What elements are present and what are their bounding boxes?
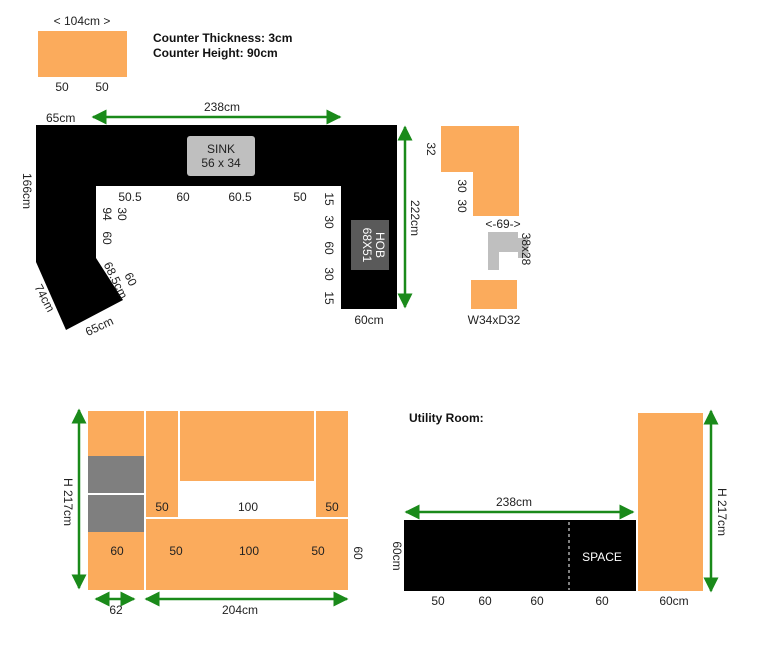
sink (187, 136, 255, 176)
side-cabinet-stepped (441, 126, 519, 216)
base-cabinet-3-width: 50 (311, 544, 325, 558)
top-block-right-label: 50 (95, 80, 109, 94)
right-inner-15-top: 15 (322, 192, 336, 206)
l-shaped-countertop (36, 125, 397, 330)
utility-segment-1: 50 (431, 594, 445, 608)
utility-depth-dimension: 60cm (390, 541, 404, 570)
wall-cabinet-left (146, 411, 178, 517)
inner-left-94: 94 (100, 207, 114, 221)
appliance-upper (88, 456, 144, 493)
sink-label: SINK (207, 142, 235, 156)
tall-unit-width: 60 (110, 544, 124, 558)
base-cabinet-1-width: 50 (169, 544, 183, 558)
counter-height: Counter Height: 90cm (153, 46, 278, 60)
side-mid-a: 30 (455, 179, 469, 193)
diagonal-inner-depth: 60 (121, 270, 140, 288)
utility-tall-cabinet-width: 60cm (659, 594, 688, 608)
utility-segment-4: 60 (595, 594, 609, 608)
base-width-dimension: 204cm (222, 603, 258, 617)
right-inner-15-bottom: 15 (322, 291, 336, 305)
appliance-divider (88, 493, 144, 495)
kitchen-plan: 65cm 238cm SINK 56 x 34 HOB 68X51 50.5 6… (20, 100, 422, 339)
utility-room: Utility Room: 238cm SPACE 60cm 50 60 60 … (390, 409, 729, 608)
top-block: < 104cm > 50 50 (38, 14, 127, 94)
utility-width-dimension: 238cm (496, 495, 532, 509)
utility-tall-cabinet (638, 413, 703, 591)
wall-cabinet-left-width: 50 (155, 500, 169, 514)
inner-top-label-2: 60 (176, 190, 190, 204)
space-label: SPACE (582, 550, 622, 564)
utility-room-title: Utility Room: (409, 411, 484, 425)
wall-cabinet-center (180, 411, 314, 481)
tall-unit-width-dimension: 62 (109, 603, 123, 617)
side-small-cabinet-size: W34xD32 (468, 313, 521, 327)
right-bottom-dimension: 60cm (354, 313, 383, 327)
utility-segment-3: 60 (530, 594, 544, 608)
kitchen-elevation: H 217cm 60 50 100 50 50 100 50 60 62 204… (61, 408, 365, 617)
counter-thickness: Counter Thickness: 3cm (153, 31, 292, 45)
utility-countertop (404, 520, 636, 591)
base-cabinets (146, 519, 348, 590)
wall-cabinet-right-width: 50 (325, 500, 339, 514)
base-cabinet-depth: 60 (351, 546, 365, 560)
base-cabinet-2-width: 100 (239, 544, 259, 558)
hob-size: 68X51 (360, 228, 374, 263)
utility-height-dimension: H 217cm (715, 488, 729, 536)
tall-unit-base (88, 532, 144, 590)
inner-left-60: 60 (100, 231, 114, 245)
side-small-cabinet (471, 280, 517, 309)
top-width-dimension: 238cm (204, 100, 240, 114)
hob (351, 220, 389, 270)
utility-segment-2: 60 (478, 594, 492, 608)
side-width-dimension: <-69-> (485, 217, 520, 231)
top-block-width: < 104cm > (54, 14, 111, 28)
hob-label: HOB (373, 232, 387, 258)
side-appliance (488, 232, 528, 270)
side-top-dimension: 32 (424, 142, 438, 156)
wall-cabinet-center-width: 100 (238, 500, 258, 514)
elevation-height-dimension: H 217cm (61, 478, 75, 526)
wall-cabinet-right (316, 411, 348, 517)
side-appliance-size: 38x28 (519, 233, 533, 266)
top-left-dimension: 65cm (46, 111, 75, 125)
sink-size: 56 x 34 (201, 156, 241, 170)
inner-top-label-1: 50.5 (118, 190, 142, 204)
appliance-lower (88, 495, 144, 532)
top-block-left-label: 50 (55, 80, 69, 94)
right-inner-30-top: 30 (322, 215, 336, 229)
counter-info: Counter Thickness: 3cm Counter Height: 9… (153, 31, 292, 60)
side-mid-b: 30 (455, 199, 469, 213)
tall-unit-top (88, 411, 144, 456)
right-height-dimension: 222cm (408, 200, 422, 236)
top-block-cabinet (38, 31, 127, 77)
inner-top-label-3: 60.5 (228, 190, 252, 204)
right-inner-30-bottom: 30 (322, 267, 336, 281)
inner-left-30: 30 (115, 207, 129, 221)
side-plan: 32 30 30 <-69-> 38x28 W34xD32 (424, 126, 533, 327)
inner-top-label-4: 50 (293, 190, 307, 204)
right-inner-60: 60 (322, 241, 336, 255)
left-height-dimension: 166cm (20, 173, 34, 209)
